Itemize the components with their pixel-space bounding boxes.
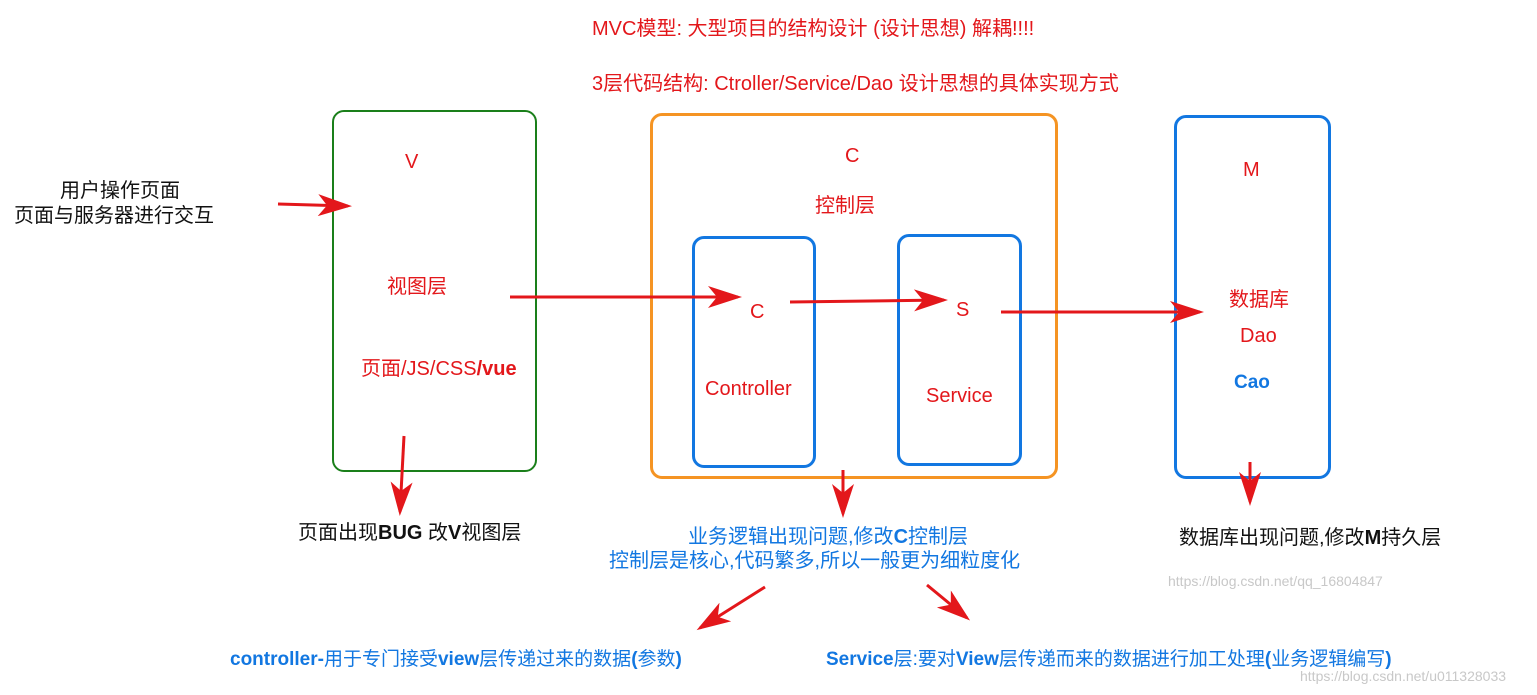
controller-letter: C (845, 145, 860, 167)
controller-desc-g: ) (675, 649, 682, 670)
arrow-controller-to-service (789, 289, 948, 312)
header-title: MVC模型: 大型项目的结构设计 (设计思想) 解耦!!!! (592, 18, 1035, 40)
inner-controller-letter: C (750, 301, 765, 323)
service-desc-f: 业务逻辑编写 (1271, 649, 1386, 670)
user-action-line2: 页面与服务器进行交互 (14, 205, 214, 227)
model-letter: M (1243, 159, 1260, 181)
service-desc-g: ) (1385, 649, 1392, 670)
inner-service-box (897, 234, 1022, 466)
controller-desc-e: ( (631, 649, 638, 670)
model-bug-m: M (1364, 527, 1382, 549)
service-desc-a: Service (826, 649, 894, 670)
controller-bug-c: C (893, 526, 909, 548)
controller-desc-note: controller-用于专门接受view层传递过来的数据(参数) (230, 644, 682, 671)
arrow-to-service-desc (926, 583, 971, 621)
model-dao-label: Dao (1240, 325, 1277, 347)
model-bug-pre: 数据库出现问题,修改 (1179, 527, 1365, 549)
controller-bug-post: 控制层 (908, 526, 969, 548)
header-subtitle: 3层代码结构: Ctroller/Service/Dao 设计思想的具体实现方式 (592, 73, 1119, 95)
controller-bug-pre: 业务逻辑出现问题,修改 (688, 526, 894, 548)
view-tech-vue: /vue (476, 358, 517, 380)
model-bug-post: 持久层 (1381, 527, 1442, 549)
view-tech-plain: 页面/JS/CSS (361, 358, 477, 380)
arrow-user-to-view (277, 194, 352, 217)
arrow-view-to-note (390, 435, 413, 516)
view-bug-bug: BUG (378, 522, 423, 544)
view-bug-mid: 改 (422, 522, 449, 544)
service-desc-c: View (955, 649, 999, 670)
watermark-bottom: https://blog.csdn.net/u011328033 (1300, 668, 1507, 684)
inner-controller-label: Controller (705, 378, 792, 400)
controller-bug-note: 业务逻辑出现问题,修改C控制层 (688, 520, 968, 549)
inner-service-letter: S (956, 299, 970, 321)
inner-controller-box (692, 236, 816, 468)
watermark-mid: https://blog.csdn.net/qq_16804847 (1168, 573, 1383, 589)
view-layer-box (332, 110, 537, 472)
view-tech-label: 页面/JS/CSS/vue (361, 352, 517, 381)
view-bug-pre: 页面出现 (298, 522, 378, 544)
service-desc-b: 层:要对 (893, 649, 956, 670)
model-db-label: 数据库 (1229, 289, 1289, 311)
view-letter: V (405, 151, 419, 173)
view-layer-label: 视图层 (387, 276, 447, 298)
view-bug-post: 视图层 (461, 522, 522, 544)
service-desc-note: Service层:要对View层传递而来的数据进行加工处理(业务逻辑编写) (826, 644, 1392, 671)
view-bug-note: 页面出现BUG 改V视图层 (298, 516, 521, 545)
controller-desc-d: 层传递过来的数据 (479, 649, 632, 670)
inner-service-label: Service (926, 385, 993, 407)
arrow-to-controller-desc (696, 585, 766, 631)
user-action-line1: 用户操作页面 (60, 180, 180, 202)
model-cao-label: Cao (1234, 372, 1270, 393)
controller-desc-b: 用于专门接受 (323, 649, 438, 670)
model-bug-note: 数据库出现问题,修改M持久层 (1179, 521, 1441, 550)
controller-desc-f: 参数 (637, 649, 676, 670)
view-bug-v: V (448, 522, 462, 544)
service-desc-e: ( (1264, 649, 1272, 670)
controller-desc-c: view (437, 649, 480, 670)
controller-layer-label: 控制层 (815, 195, 875, 217)
controller-core-note: 控制层是核心,代码繁多,所以一般更为细粒度化 (609, 550, 1021, 572)
controller-desc-a: controller- (230, 649, 324, 670)
service-desc-d: 层传递而来的数据进行加工处理 (998, 649, 1265, 670)
